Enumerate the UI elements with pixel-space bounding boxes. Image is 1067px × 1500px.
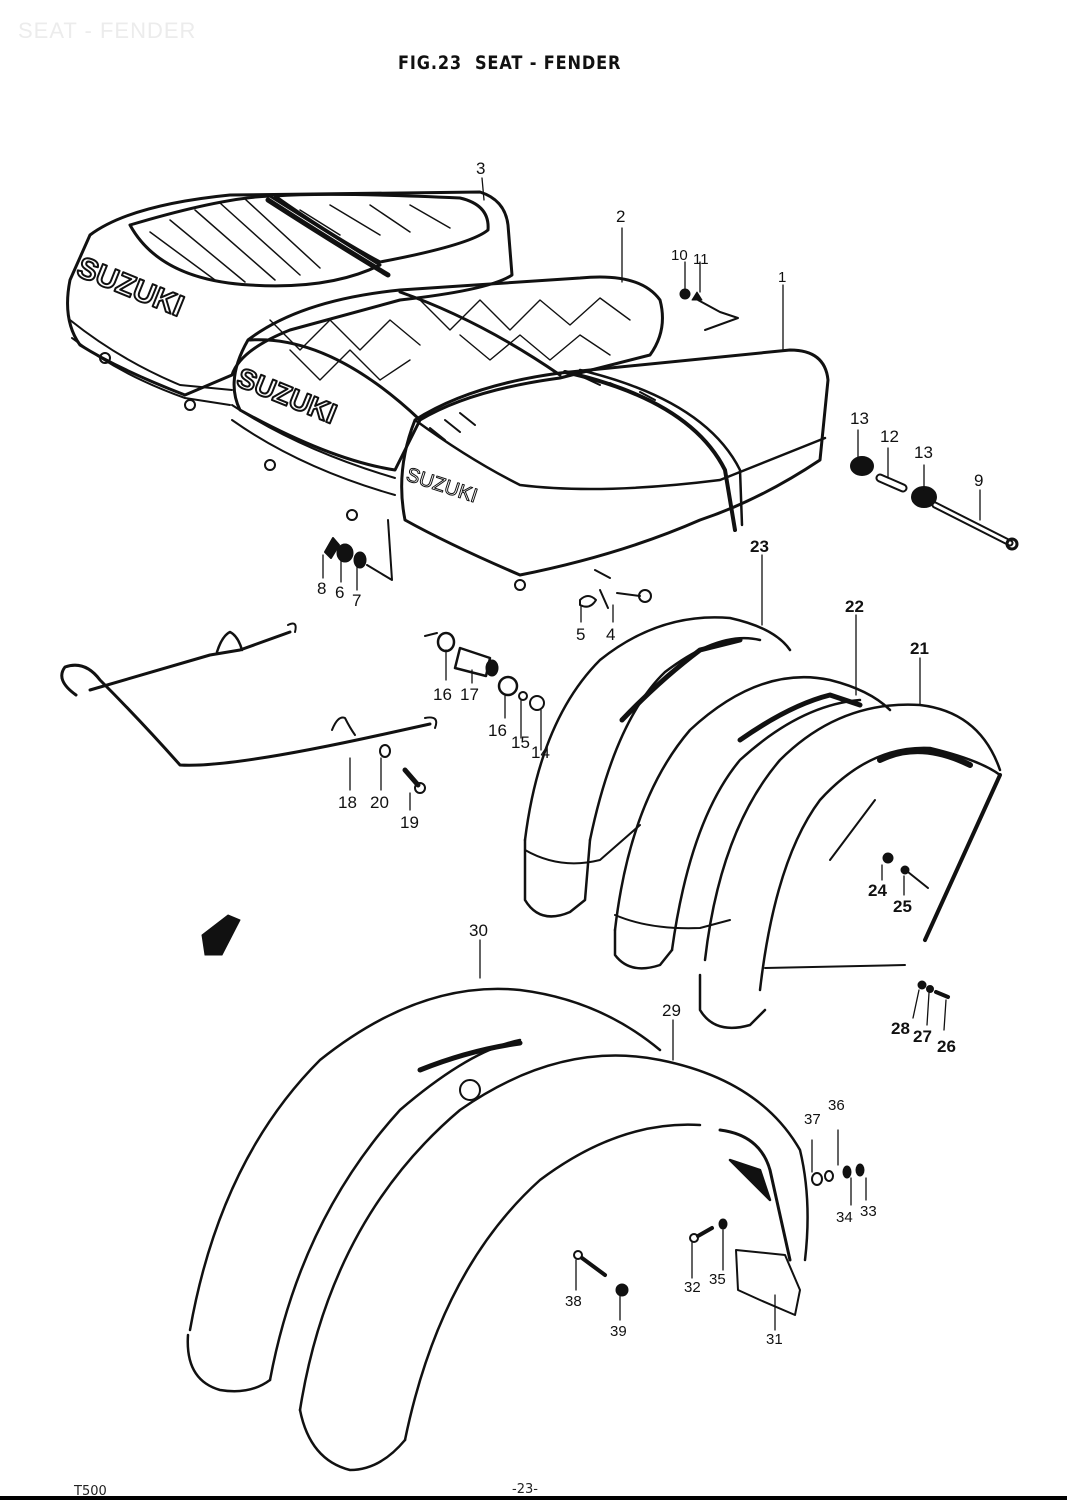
fender-22 [613, 676, 892, 970]
callout-21: 21 [910, 639, 929, 658]
callout-7: 7 [352, 591, 362, 610]
stay-hardware [882, 852, 950, 999]
footer-page-number: -23- [512, 1482, 538, 1497]
hinge-bolt-assembly [850, 456, 1019, 551]
callout-14: 14 [531, 743, 550, 762]
callout-16b: 16 [488, 721, 507, 740]
callout-10: 10 [671, 247, 688, 264]
fender-21 [698, 703, 1002, 1030]
grab-bar-18 [60, 622, 438, 794]
license-bracket-hardware [573, 1163, 865, 1316]
fender-29 [298, 1054, 809, 1472]
callout-37: 37 [804, 1111, 821, 1128]
callout-33: 33 [860, 1203, 877, 1220]
callout-19: 19 [400, 813, 419, 832]
callout-17: 17 [460, 685, 479, 704]
fender-23 [523, 616, 792, 918]
callout-4: 4 [606, 625, 616, 644]
callout-31: 31 [766, 1331, 783, 1348]
callout-25: 25 [893, 897, 912, 916]
callout-15: 15 [511, 733, 530, 752]
footer-model: T500 [74, 1484, 107, 1499]
callout-28: 28 [891, 1019, 910, 1038]
callout-9: 9 [974, 471, 984, 490]
callout-18: 18 [338, 793, 357, 812]
callout-24: 24 [868, 881, 887, 900]
bottom-border [0, 1496, 1067, 1500]
callout-3: 3 [476, 159, 486, 178]
callout-13a: 13 [850, 409, 869, 428]
callout-16a: 16 [433, 685, 452, 704]
callout-30: 30 [469, 921, 488, 940]
callout-22: 22 [845, 597, 864, 616]
callout-2: 2 [616, 207, 626, 226]
callout-11: 11 [693, 251, 709, 268]
callout-8: 8 [317, 579, 327, 598]
callout-5: 5 [576, 625, 586, 644]
callout-29: 29 [662, 1001, 681, 1020]
fender-30 [186, 987, 662, 1393]
callout-38: 38 [565, 1293, 582, 1310]
callout-23: 23 [750, 537, 769, 556]
callout-39: 39 [610, 1323, 627, 1340]
bracket-decal [201, 914, 241, 956]
callout-20: 20 [370, 793, 389, 812]
callout-32: 32 [684, 1279, 701, 1296]
callout-6: 6 [335, 583, 345, 602]
watermark-text: SEAT - FENDER [18, 18, 197, 43]
callout-13b: 13 [914, 443, 933, 462]
callout-1: 1 [778, 269, 787, 286]
callout-12: 12 [880, 427, 899, 446]
callout-26: 26 [937, 1037, 956, 1056]
callout-35: 35 [709, 1271, 726, 1288]
callout-34: 34 [836, 1209, 853, 1226]
callout-27: 27 [913, 1027, 932, 1046]
figure-title: FIG.23 SEAT - FENDER [398, 52, 622, 74]
small-hardware [324, 288, 739, 609]
leader-lines [322, 177, 981, 1331]
callout-36: 36 [828, 1097, 845, 1114]
